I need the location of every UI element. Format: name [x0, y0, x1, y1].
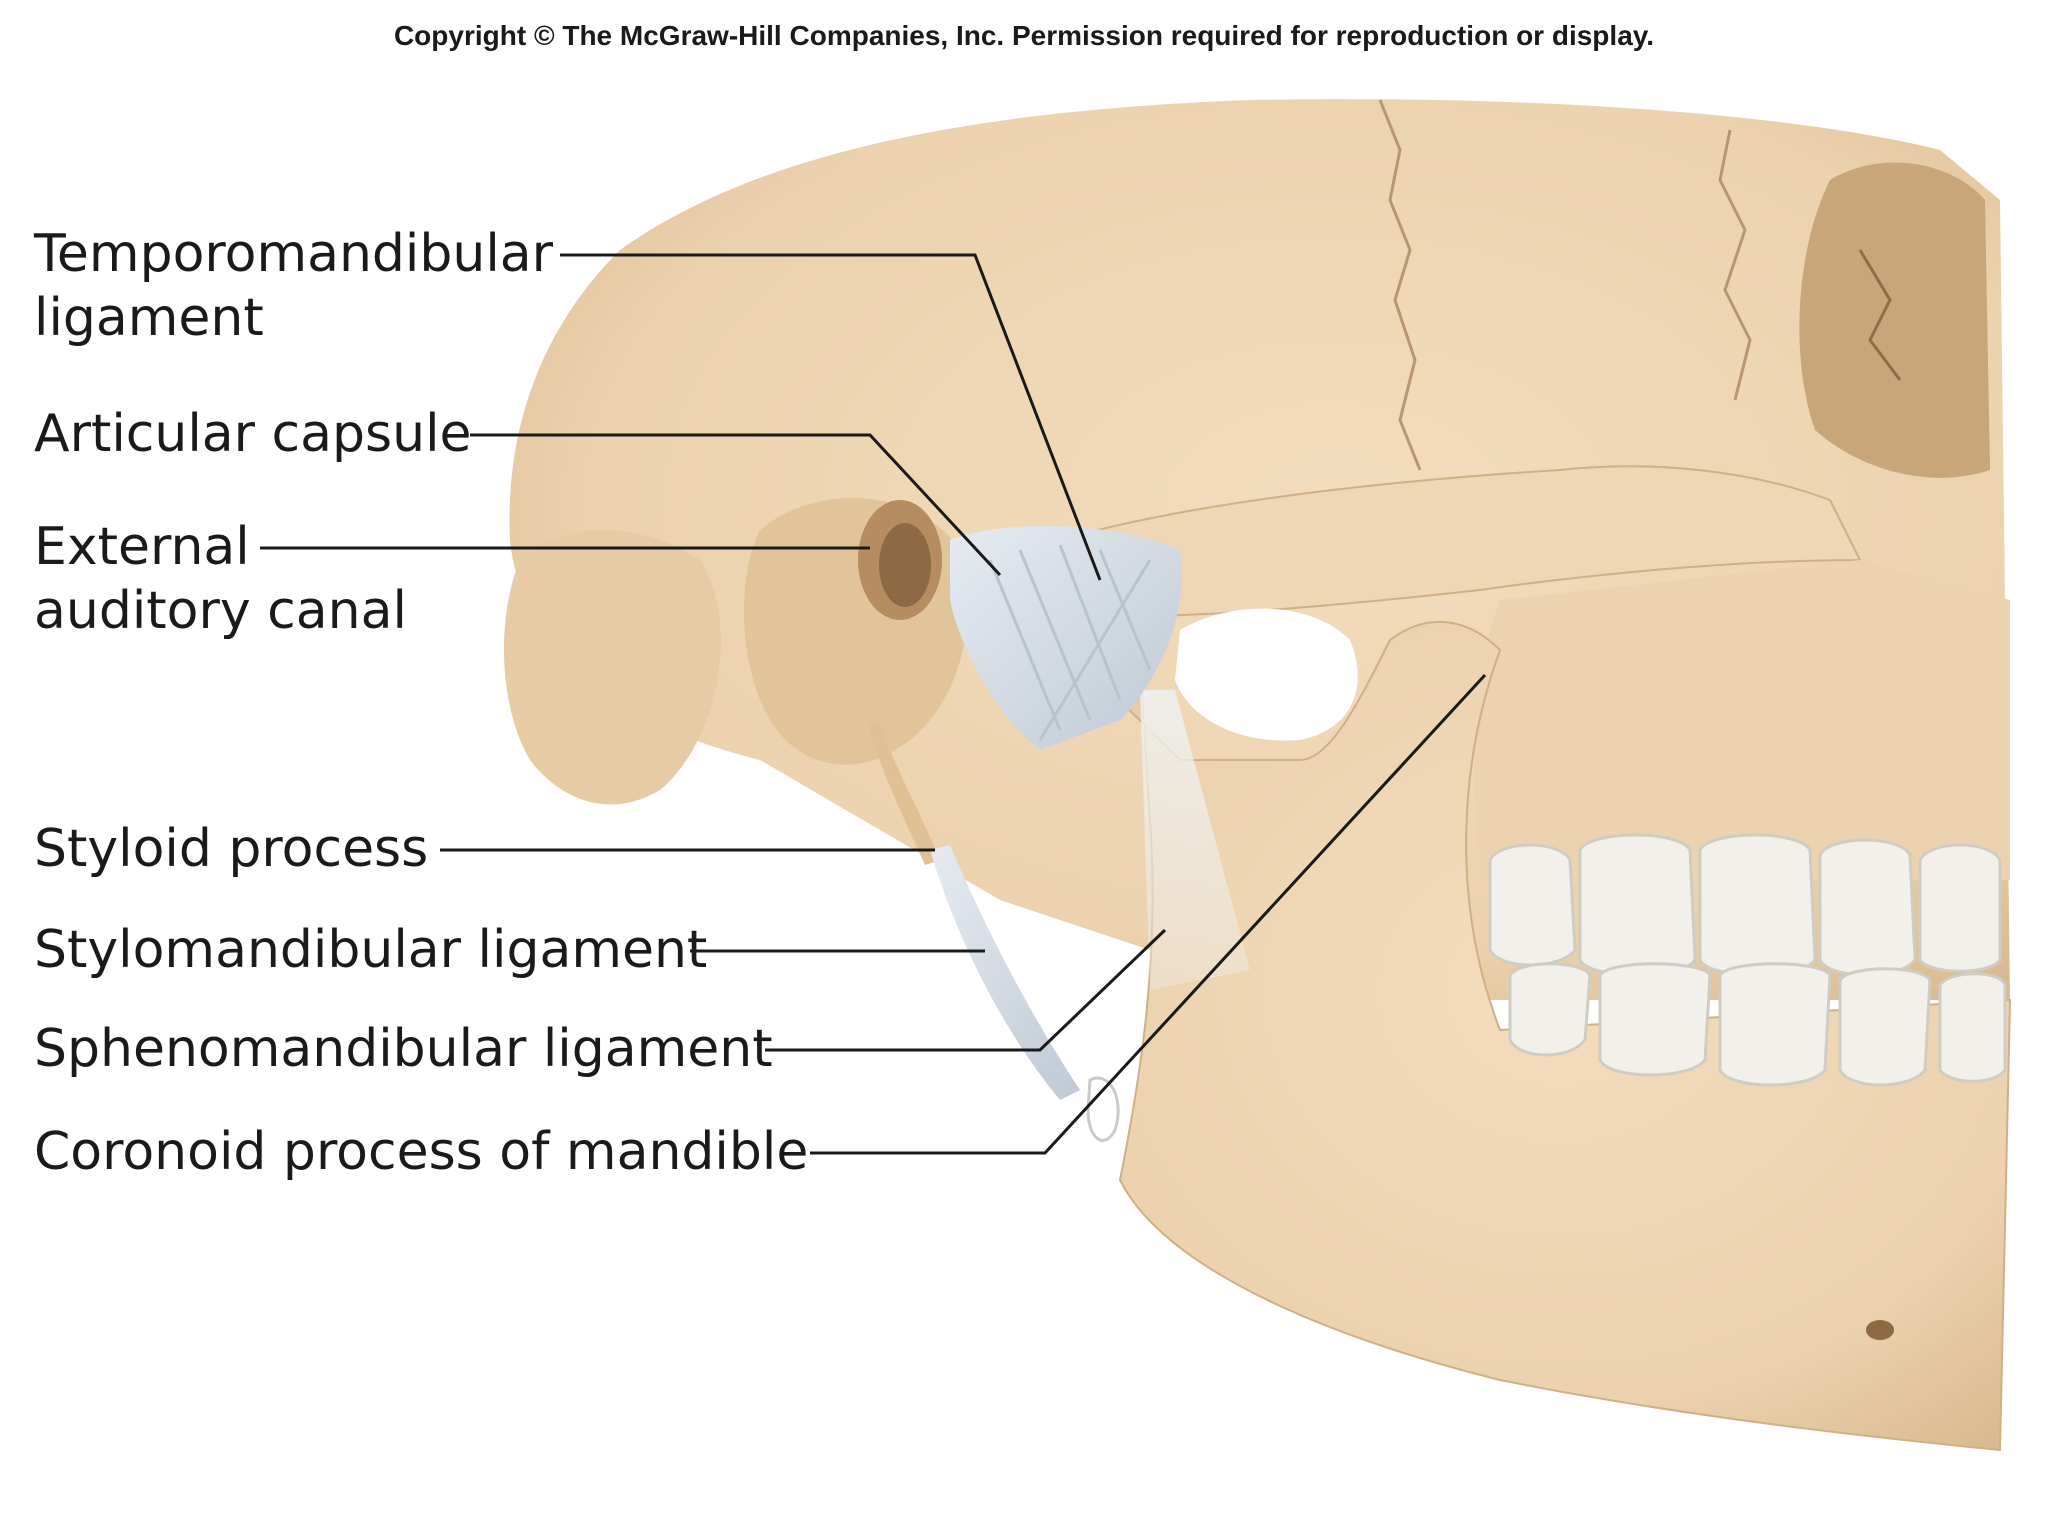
coronal-suture [1378, 99, 1422, 471]
temporomandibular-ligament [988, 544, 1152, 741]
label-coronoid-process: Coronoid process of mandible [34, 1122, 809, 1182]
orbit-fissure [1858, 249, 1902, 381]
orbit [1799, 162, 1990, 478]
teeth [1488, 833, 2007, 1087]
mental-foramen [1866, 1320, 1894, 1340]
label-temporomandibular-ligament: Temporomandibular ligament [34, 222, 553, 350]
label-external-auditory-canal-line1: External [34, 517, 250, 577]
leader-coronoid-process [810, 673, 1487, 1155]
mastoid-process [503, 530, 721, 805]
stylomandibular-ligament [930, 845, 1080, 1100]
zygomatic-suture [1718, 129, 1752, 401]
leader-lines [260, 253, 1487, 1155]
coronoid-detail [1086, 1076, 1120, 1142]
articular-capsule [950, 526, 1182, 750]
label-temporomandibular-ligament-line1: Temporomandibular [34, 224, 554, 284]
mandibular-notch [1175, 608, 1358, 741]
label-temporomandibular-ligament-line2: ligament [34, 288, 264, 348]
label-stylomandibular-ligament: Stylomandibular ligament [34, 920, 708, 980]
label-styloid-process: Styloid process [34, 819, 429, 879]
label-articular-capsule: Articular capsule [34, 404, 472, 464]
leader-sphenomandibular-ligament [765, 928, 1167, 1052]
leader-temporomandibular-ligament [560, 253, 1102, 581]
sphenomandibular-ligament [1140, 690, 1250, 990]
label-external-auditory-canal-line2: auditory canal [34, 581, 407, 641]
label-external-auditory-canal: External auditory canal [34, 515, 407, 643]
zygomatic-arch [1058, 465, 1862, 618]
leader-articular-capsule [470, 433, 1002, 577]
label-sphenomandibular-ligament: Sphenomandibular ligament [34, 1019, 773, 1079]
maxilla [1474, 560, 2010, 880]
copyright-notice: Copyright © The McGraw-Hill Companies, I… [393, 20, 1655, 51]
styloid-process [868, 720, 940, 865]
